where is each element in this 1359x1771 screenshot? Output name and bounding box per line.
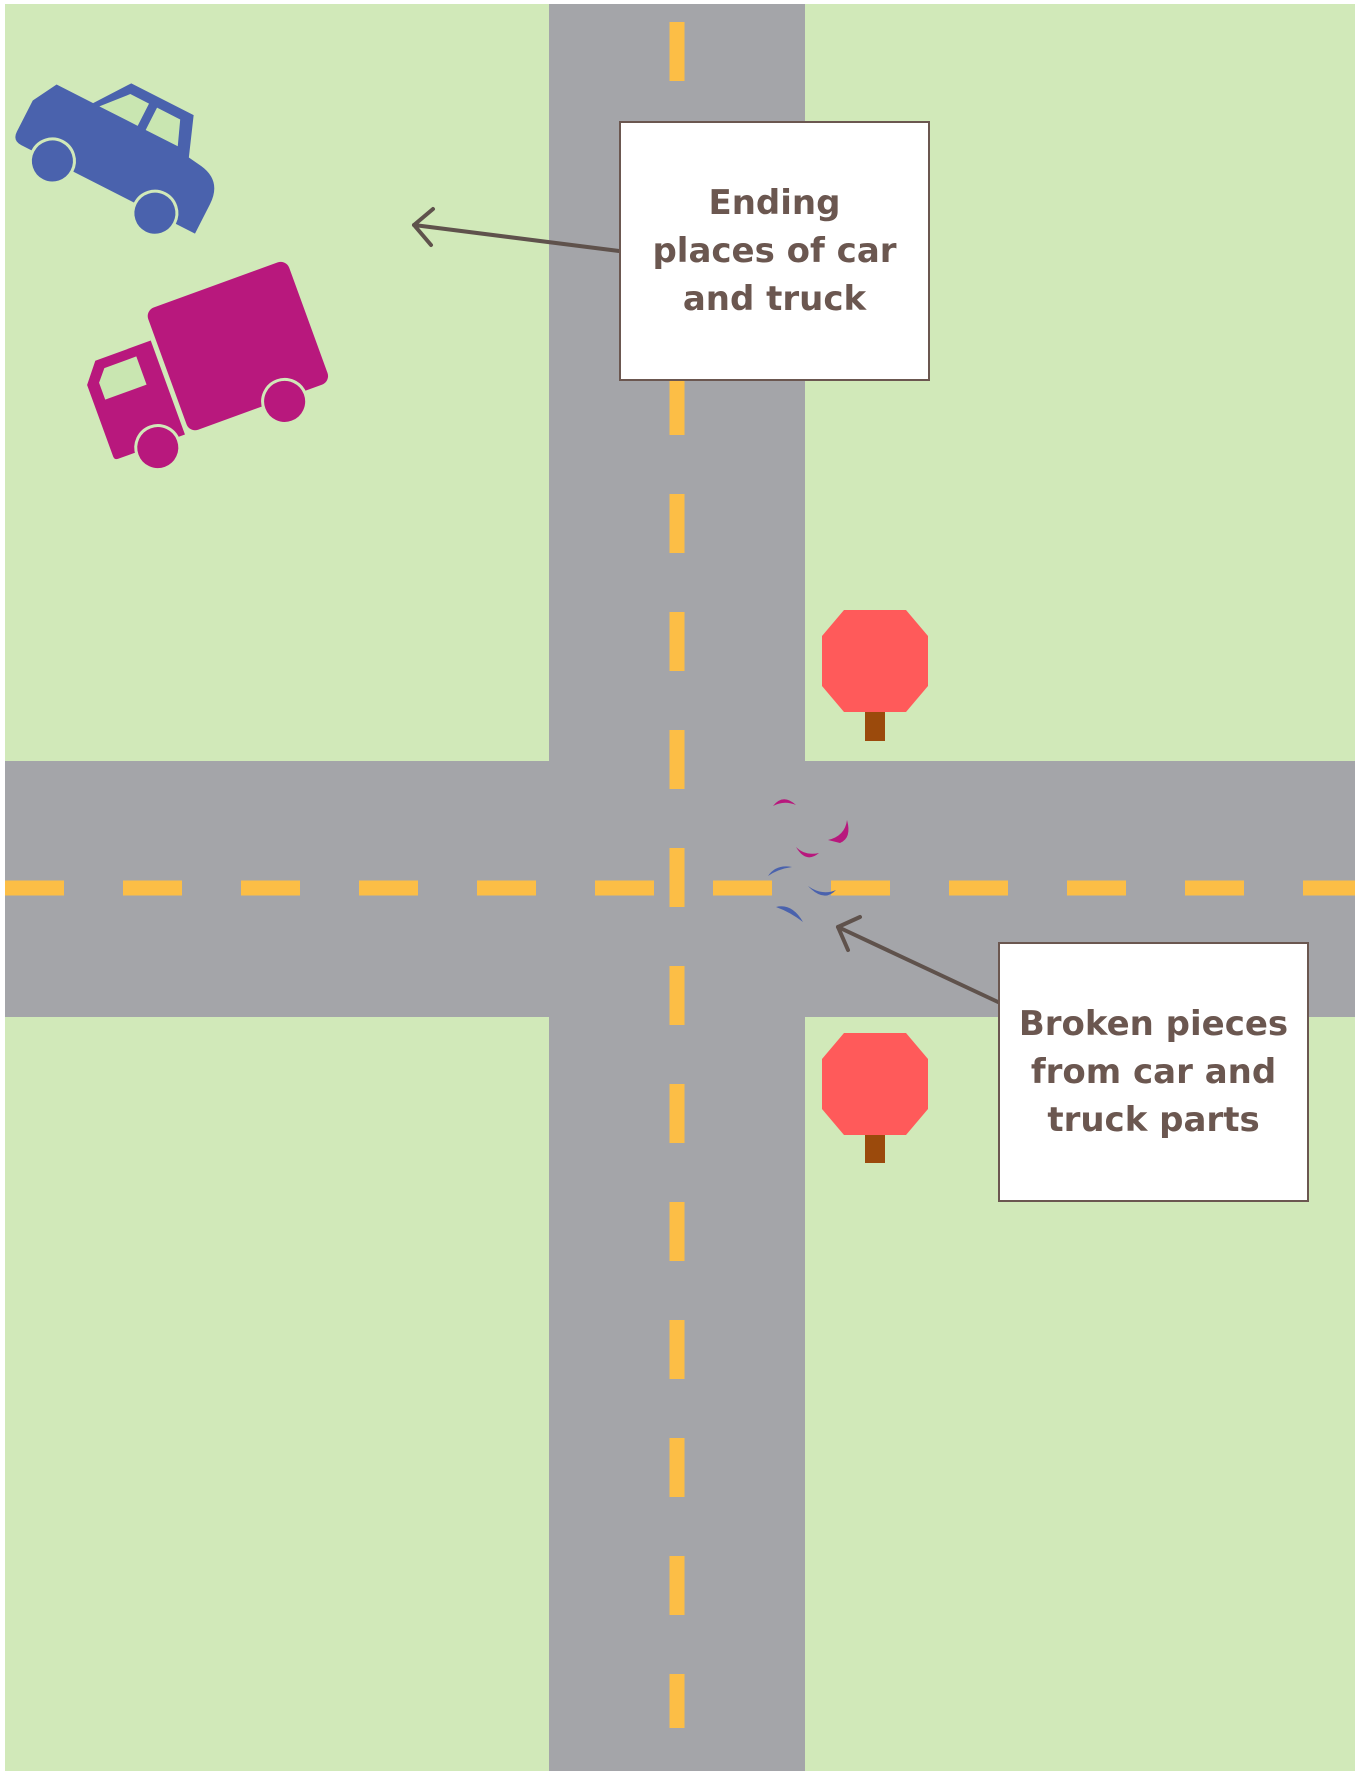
arrow-to-vehicles	[412, 207, 621, 253]
debris-piece	[796, 847, 819, 858]
debris-piece	[808, 886, 836, 896]
debris-piece	[768, 866, 792, 876]
car-front-wheel	[131, 189, 179, 237]
debris-piece	[776, 906, 803, 922]
truck-front-wheel	[261, 377, 309, 425]
stop-sign-post	[865, 708, 885, 741]
arrow-to-debris	[836, 915, 1000, 1004]
debris-icon	[768, 799, 849, 922]
truck-cab-window	[99, 356, 147, 400]
callout-ending-places: Ending places of car and truck	[619, 121, 930, 381]
stop-sign-face	[822, 610, 928, 712]
callout-broken-pieces-text: Broken pieces from car and truck parts	[1018, 1004, 1289, 1140]
debris-piece	[828, 820, 849, 843]
car-icon	[15, 83, 215, 237]
car-rear-wheel	[28, 137, 76, 185]
stop-sign-icon	[822, 1033, 928, 1163]
stop-sign-face	[822, 1033, 928, 1135]
car-front-window	[145, 107, 181, 147]
callout-broken-pieces: Broken pieces from car and truck parts	[998, 942, 1309, 1202]
truck-rear-wheel	[134, 424, 182, 472]
car-rear-window	[99, 94, 150, 126]
stop-sign-icon	[822, 610, 928, 741]
callout-ending-places-text: Ending places of car and truck	[652, 183, 897, 319]
stop-sign-post	[865, 1130, 885, 1163]
truck-icon	[87, 261, 329, 472]
debris-piece	[773, 799, 796, 806]
